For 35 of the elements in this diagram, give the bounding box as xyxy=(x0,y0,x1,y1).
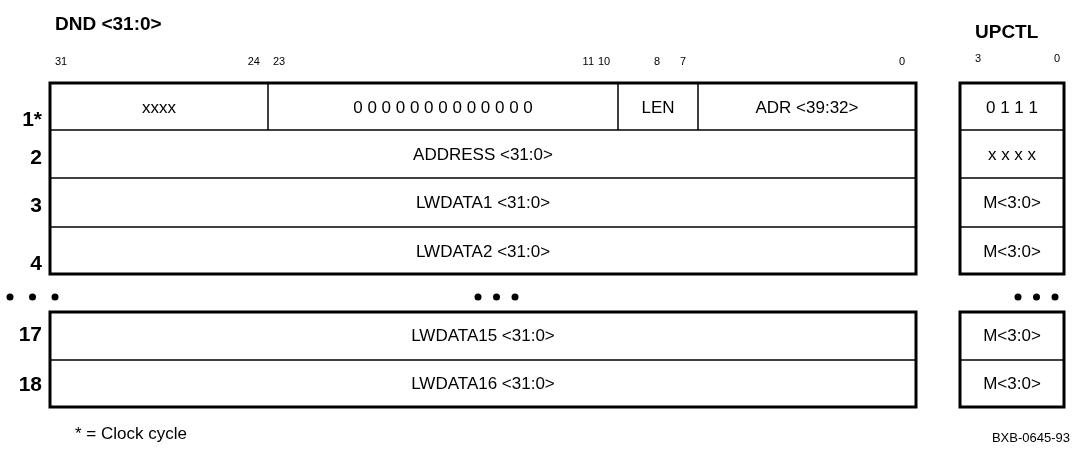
bit-number: 11 xyxy=(582,56,594,67)
field-label: LWDATA15 <31:0> xyxy=(411,326,555,344)
heading: UPCTL xyxy=(975,22,1039,41)
bit-number: 0 xyxy=(898,56,905,67)
cycle-number: 3 xyxy=(30,194,42,215)
field-label: M<3:0> xyxy=(983,374,1041,392)
cycle-number: 18 xyxy=(18,373,42,394)
field-label: LEN xyxy=(641,98,675,116)
cycle-number: 4 xyxy=(30,252,42,273)
bit-number: 31 xyxy=(55,56,68,67)
field-label: LWDATA2 <31:0> xyxy=(415,242,551,260)
field-label: ADR <39:32> xyxy=(755,98,859,116)
field-label: 0 1 1 1 xyxy=(986,98,1038,116)
field-label: M<3:0> xyxy=(983,242,1041,260)
bit-number: 10 xyxy=(598,56,611,67)
bit-number: 23 xyxy=(273,56,286,67)
field-label: LWDATA1 <31:0> xyxy=(415,193,551,211)
bit-number: 0 xyxy=(1053,53,1060,64)
field-label: x x x x xyxy=(987,145,1037,163)
heading: DND <31:0> xyxy=(55,14,162,33)
bit-number: 7 xyxy=(680,56,687,67)
cycle-number: 17 xyxy=(18,323,42,344)
field-label: ADDRESS <31:0> xyxy=(413,145,553,163)
field-label: LWDATA16 <31:0> xyxy=(411,374,555,392)
bit-number: 3 xyxy=(975,53,982,64)
cycle-number: 2 xyxy=(30,146,42,167)
cycle-number: 1* xyxy=(22,108,42,129)
footnote: * = Clock cycle xyxy=(75,425,187,442)
figure-id: BXB-0645-93 xyxy=(991,431,1070,444)
bit-number: 8 xyxy=(653,56,660,67)
field-label: M<3:0> xyxy=(983,193,1041,211)
field-label: M<3:0> xyxy=(983,326,1041,344)
field-label: xxxx xyxy=(142,98,176,116)
field-label: 0 0 0 0 0 0 0 0 0 0 0 0 0 xyxy=(353,98,533,116)
bit-number: 24 xyxy=(247,56,260,67)
